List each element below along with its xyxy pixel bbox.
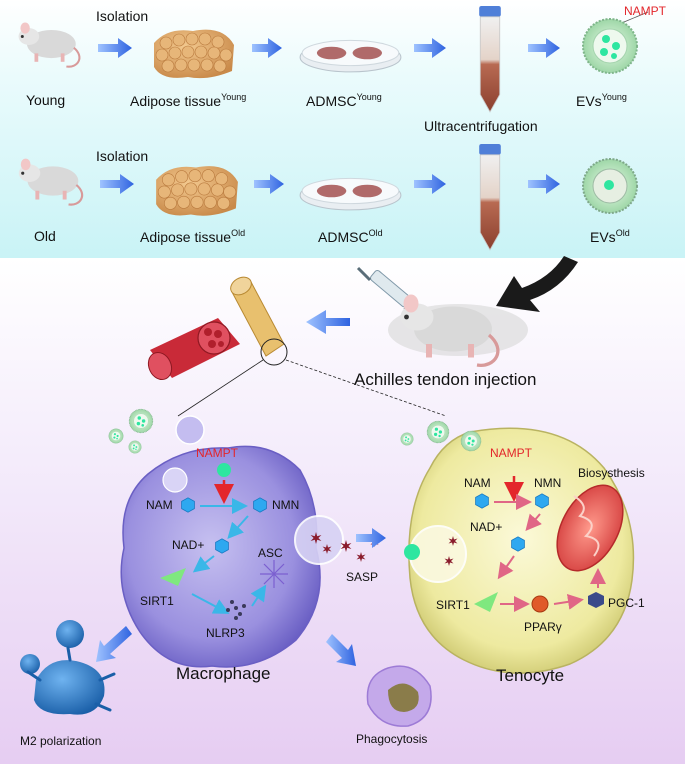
- macrophage-nam-label: NAM: [146, 498, 173, 512]
- tenocyte-pgc-icon: [588, 592, 604, 608]
- tenocyte-ppar-to-pgc-arrow: [553, 593, 584, 610]
- macrophage-nampt-label: NAMPT: [196, 446, 238, 460]
- old-mouse-illustration: [17, 157, 84, 206]
- tenocyte-nmn-label: NMN: [534, 476, 562, 490]
- m2-polarization-label: M2 polarization: [20, 734, 102, 748]
- macrophage-sirt1-icon: [160, 568, 186, 586]
- sasp-label: SASP: [346, 570, 379, 584]
- phagocytosis-label: Phagocytosis: [356, 732, 428, 746]
- macrophage-title: Macrophage: [176, 664, 271, 683]
- extracellular-ev-cluster-macrophage: [108, 408, 154, 454]
- zoom-line-right: [285, 359, 447, 417]
- macrophage-nmn-to-nad-arrow: [227, 515, 249, 539]
- macrophage-nam-icon: [181, 497, 195, 513]
- macrophage-sirt1-label: SIRT1: [140, 594, 174, 608]
- tenocyte-title: Tenocyte: [496, 666, 565, 685]
- to-phagocytosis-arrow: [326, 634, 356, 666]
- macrophage-nampt-icon: [217, 463, 231, 477]
- young-admsc-label: ADMSCYoung: [306, 92, 382, 109]
- zoom-line-left: [177, 359, 264, 417]
- tenocyte-nad-icon: [511, 536, 525, 552]
- tenocyte-nad-label: NAD+: [470, 520, 503, 534]
- young-evs-label: EVsYoung: [576, 92, 627, 109]
- macrophage-asc-icon: [260, 560, 288, 588]
- tenocyte-ppar-icon: [531, 595, 549, 613]
- tenocyte-nam-icon: [475, 493, 489, 509]
- ultracentrifugation-label: Ultracentrifugation: [424, 118, 538, 134]
- young-mouse-illustration: [17, 21, 81, 68]
- young-subject-label: Young: [26, 92, 66, 108]
- old-evs-label: EVsOld: [590, 228, 630, 245]
- macrophage-asc-label: ASC: [258, 546, 283, 560]
- tenocyte-nam-label: NAM: [464, 476, 491, 490]
- old-admsc-dish-illustration: [299, 177, 402, 211]
- old-tissue-label: Adipose tissueOld: [140, 228, 246, 245]
- macrophage-nlrp3-to-asc-arrow: [250, 584, 267, 607]
- tenocyte-cell-illustration: [404, 427, 635, 674]
- macrophage-nmn-label: NMN: [272, 498, 300, 512]
- old-subject-label: Old: [34, 228, 56, 244]
- young-tissue-label: Adipose tissueYoung: [130, 92, 247, 109]
- macrophage-nad-icon: [215, 538, 229, 554]
- sasp-to-tenocyte-arrow: [356, 528, 386, 548]
- macrophage-nad-label: NAD+: [172, 538, 205, 552]
- young-ev-nampt-label: NAMPT: [624, 4, 666, 18]
- macrophage-nlrp3-label: NLRP3: [206, 626, 245, 640]
- injection-to-tendon-arrow: [306, 310, 350, 334]
- young-admsc-dish-illustration: [299, 39, 402, 73]
- phagocytosis-illustration: [366, 665, 432, 727]
- young-row-arrows: [98, 38, 560, 58]
- old-centrifuge-tube-illustration: [478, 144, 502, 251]
- old-adipose-tissue-illustration: [155, 165, 239, 217]
- tenocyte-pgc-label: PGC-1: [608, 596, 645, 610]
- old-row-arrows: [100, 174, 560, 194]
- extracellular-ev-cluster-tenocyte: [400, 420, 482, 452]
- mitochondria-icon: [556, 484, 624, 572]
- tendon-illustration: [147, 276, 288, 381]
- macrophage-nmn-icon: [253, 497, 267, 513]
- tenocyte-nmn-icon: [535, 493, 549, 509]
- young-adipose-tissue-illustration: [153, 29, 235, 79]
- tenocyte-ppar-label: PPARγ: [524, 620, 562, 634]
- old-ev-illustration: [582, 158, 638, 214]
- young-ev-illustration: [582, 18, 638, 74]
- young-centrifuge-tube-illustration: [478, 6, 502, 113]
- old-isolation-label: Isolation: [96, 148, 149, 164]
- tenocyte-nad-to-sirt1-arrow: [497, 555, 515, 580]
- macrophage-sirt1-to-nlrp3-arrow: [191, 593, 230, 614]
- tenocyte-sirt1-label: SIRT1: [436, 598, 470, 612]
- m2-macrophage-illustration: [20, 620, 116, 715]
- injection-flow-arrow: [496, 256, 578, 312]
- old-admsc-label: ADMSCOld: [318, 228, 383, 245]
- macrophage-nlrp3-icon: [226, 600, 246, 620]
- macrophage-nad-to-sirt1-arrow: [192, 555, 215, 573]
- biosynthesis-label: Biosysthesis: [578, 466, 645, 480]
- tenocyte-sirt1-icon: [474, 592, 498, 612]
- to-m2-arrow: [96, 626, 132, 662]
- tenocyte-nampt-label: NAMPT: [490, 446, 532, 460]
- young-isolation-label: Isolation: [96, 8, 149, 24]
- tenocyte-nmn-to-nad-arrow: [525, 513, 542, 532]
- injection-label: Achilles tendon injection: [354, 370, 537, 389]
